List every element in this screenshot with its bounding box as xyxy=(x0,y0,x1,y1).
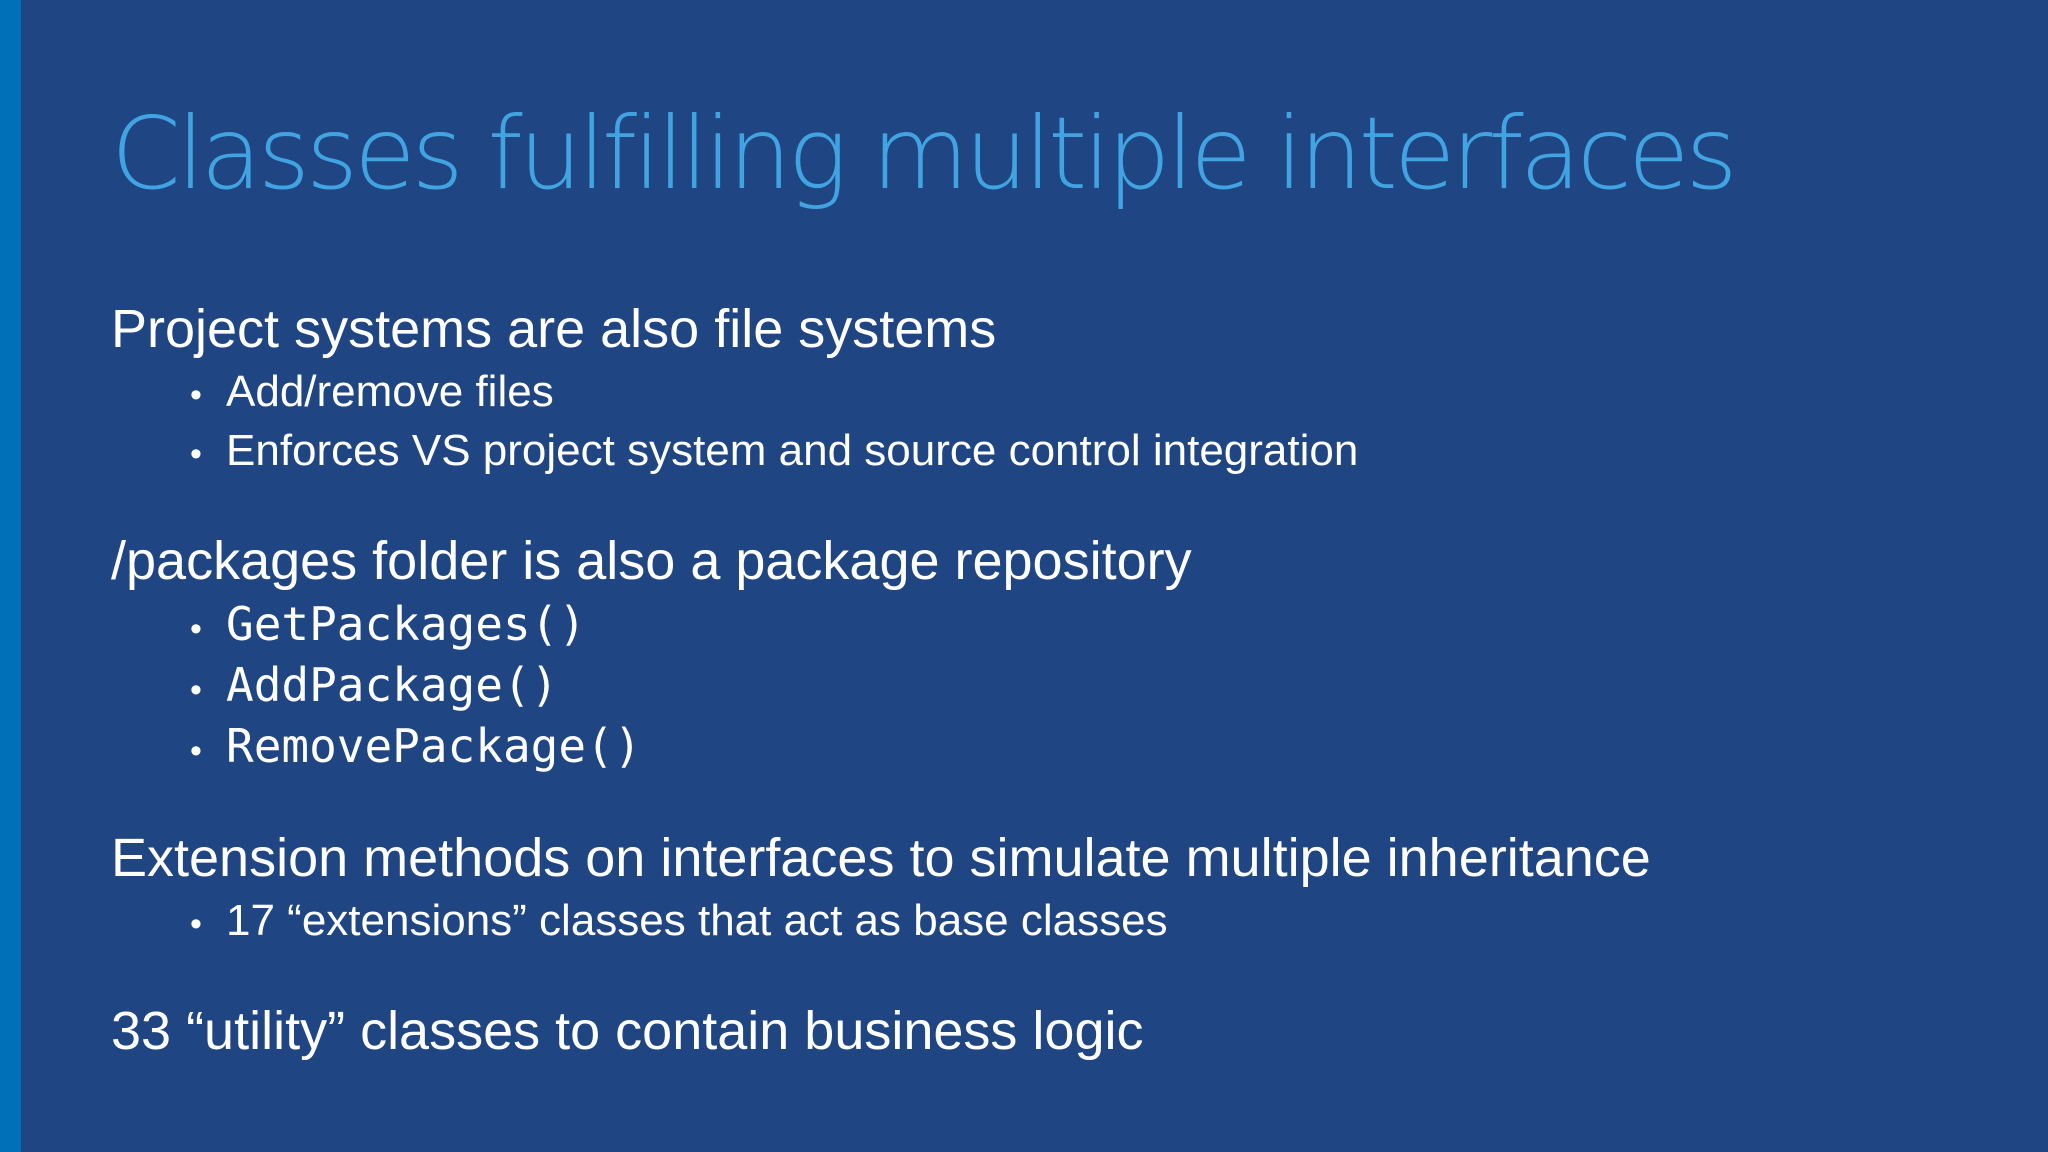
bullet-text: Add/remove files xyxy=(226,367,554,416)
accent-bar xyxy=(0,0,21,1152)
bullet-icon: • xyxy=(190,376,202,414)
section-heading: /packages folder is also a package repos… xyxy=(111,531,1192,591)
bullet-icon: • xyxy=(190,435,202,473)
list-item-code: • RemovePackage() xyxy=(111,718,2018,779)
bullet-list: • Add/remove files • Enforces VS project… xyxy=(111,364,2018,482)
section-heading: Extension methods on interfaces to simul… xyxy=(111,828,1651,888)
list-item: • Enforces VS project system and source … xyxy=(111,423,2018,482)
section-packages-folder: /packages folder is also a package repos… xyxy=(111,526,2018,779)
slide-title: Classes fulfilling multiple interfaces xyxy=(111,95,1738,212)
bullet-text-code: AddPackage() xyxy=(226,658,559,712)
bullet-icon: • xyxy=(190,610,202,648)
bullet-text: 17 “extensions” classes that act as base… xyxy=(226,896,1168,945)
bullet-list: • GetPackages() • AddPackage() • RemoveP… xyxy=(111,596,2018,779)
list-item-code: • AddPackage() xyxy=(111,657,2018,718)
slide-content: Classes fulfilling multiple interfaces P… xyxy=(111,0,2018,1066)
bullet-text-code: GetPackages() xyxy=(226,597,587,651)
bullet-text-code: RemovePackage() xyxy=(226,719,642,773)
bullet-icon: • xyxy=(190,905,202,943)
bullet-text: Enforces VS project system and source co… xyxy=(226,426,1359,475)
bullet-icon: • xyxy=(190,671,202,709)
list-item: • Add/remove files xyxy=(111,364,2018,423)
bullet-icon: • xyxy=(190,732,202,770)
list-item-code: • GetPackages() xyxy=(111,596,2018,657)
section-heading: 33 “utility” classes to contain business… xyxy=(111,1001,1144,1061)
section-extension-methods: Extension methods on interfaces to simul… xyxy=(111,823,2018,952)
bullet-list: • 17 “extensions” classes that act as ba… xyxy=(111,893,2018,952)
section-heading: Project systems are also file systems xyxy=(111,299,997,359)
list-item: • 17 “extensions” classes that act as ba… xyxy=(111,893,2018,952)
section-project-systems: Project systems are also file systems • … xyxy=(111,294,2018,482)
section-utility-classes: 33 “utility” classes to contain business… xyxy=(111,996,2018,1066)
